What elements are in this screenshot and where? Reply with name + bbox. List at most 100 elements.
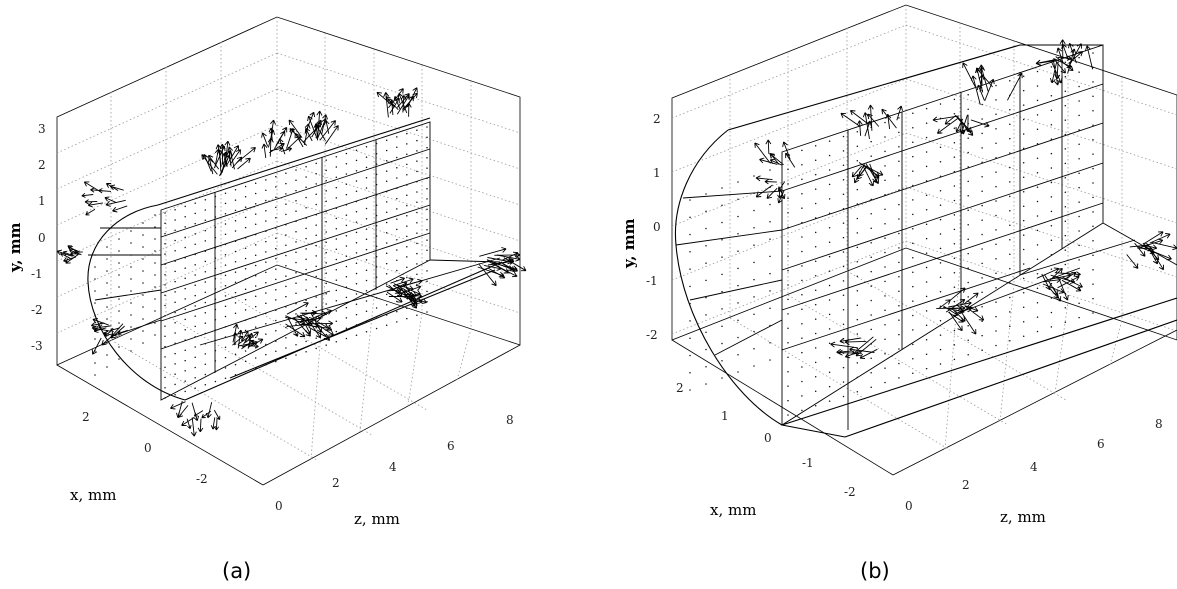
field-arrow bbox=[197, 418, 204, 433]
field-dot bbox=[1092, 182, 1094, 184]
a-xtick-1: 0 bbox=[144, 441, 152, 455]
field-arrow bbox=[785, 152, 796, 168]
field-dot bbox=[801, 409, 803, 412]
field-dot bbox=[355, 221, 358, 223]
b-zlabel: z, mm bbox=[1000, 508, 1046, 526]
field-dot bbox=[396, 167, 398, 169]
field-dot bbox=[325, 303, 327, 305]
field-dot bbox=[204, 250, 207, 252]
field-dot bbox=[345, 317, 348, 319]
field-dot bbox=[295, 251, 297, 253]
field-dot bbox=[214, 380, 217, 383]
field-arrow bbox=[247, 332, 254, 349]
field-dot bbox=[1036, 186, 1039, 188]
field-dot bbox=[265, 281, 267, 284]
field-dot bbox=[315, 347, 317, 350]
field-dot bbox=[106, 258, 108, 260]
field-dot bbox=[1022, 75, 1025, 77]
field-dot bbox=[416, 263, 418, 265]
field-arrow bbox=[936, 118, 958, 134]
field-dot bbox=[275, 247, 277, 250]
field-arrow bbox=[393, 96, 401, 110]
field-dot bbox=[1050, 138, 1053, 140]
field-dot bbox=[285, 254, 287, 257]
field-dot bbox=[365, 259, 368, 261]
field-arrow bbox=[303, 123, 311, 145]
field-dot bbox=[870, 155, 872, 157]
field-dot bbox=[194, 274, 196, 276]
field-dot bbox=[224, 212, 227, 215]
field-arrow bbox=[837, 349, 863, 356]
field-dot bbox=[406, 163, 408, 166]
field-dot bbox=[1036, 273, 1039, 275]
field-dot bbox=[912, 314, 914, 317]
field-dot bbox=[856, 131, 859, 133]
field-dot bbox=[154, 238, 156, 240]
field-dot bbox=[1078, 129, 1080, 131]
field-dot bbox=[204, 301, 207, 304]
field-dot bbox=[365, 289, 368, 292]
field-arrow bbox=[324, 125, 339, 145]
field-dot bbox=[801, 322, 803, 325]
field-dot bbox=[1050, 239, 1053, 241]
field-dot bbox=[981, 204, 983, 207]
field-dot bbox=[142, 318, 144, 320]
field-dot bbox=[967, 325, 969, 327]
field-dot bbox=[814, 332, 817, 335]
field-dot bbox=[1022, 190, 1025, 193]
field-arrow bbox=[1149, 233, 1171, 244]
field-dot bbox=[204, 219, 207, 222]
field-dot bbox=[164, 294, 166, 296]
field-arrow bbox=[766, 187, 778, 199]
field-dot bbox=[1036, 171, 1039, 174]
field-dot bbox=[142, 234, 144, 236]
field-arrow bbox=[778, 186, 786, 200]
field-dot bbox=[737, 353, 739, 356]
panel-a-arrows bbox=[56, 87, 527, 437]
field-dot bbox=[295, 200, 297, 202]
field-dot bbox=[406, 307, 408, 310]
field-dot bbox=[939, 348, 942, 351]
field-dot bbox=[275, 330, 277, 332]
field-dot bbox=[912, 372, 914, 375]
field-dot bbox=[814, 173, 817, 176]
field-dot bbox=[385, 242, 388, 244]
field-dot bbox=[884, 280, 886, 283]
field-dot bbox=[787, 385, 789, 387]
field-arrow bbox=[867, 113, 880, 127]
field-dot bbox=[345, 204, 348, 206]
field-dot bbox=[981, 233, 983, 236]
field-dot bbox=[295, 343, 297, 346]
field-dot bbox=[787, 226, 789, 228]
field-dot bbox=[426, 249, 428, 252]
field-dot bbox=[705, 314, 707, 316]
a-ytick-6: -3 bbox=[31, 339, 43, 353]
field-dot bbox=[385, 283, 388, 285]
b-xtick-2: 0 bbox=[764, 431, 772, 445]
field-dot bbox=[705, 245, 707, 247]
field-dot bbox=[164, 386, 166, 389]
field-dot bbox=[106, 318, 108, 320]
field-dot bbox=[1022, 292, 1025, 294]
field-dot bbox=[912, 242, 914, 245]
field-dot bbox=[174, 229, 176, 231]
field-arrow bbox=[401, 292, 423, 299]
field-dot bbox=[842, 309, 845, 311]
field-dot bbox=[174, 250, 176, 252]
field-dot bbox=[787, 183, 789, 185]
field-arrow bbox=[851, 165, 863, 178]
field-dot bbox=[234, 199, 237, 201]
field-arrow bbox=[839, 337, 861, 344]
field-dot bbox=[204, 260, 207, 263]
field-dot bbox=[1036, 128, 1039, 131]
field-dot bbox=[1092, 268, 1094, 271]
field-dot bbox=[925, 122, 928, 124]
field-dot bbox=[1064, 90, 1067, 92]
field-arrow bbox=[970, 75, 981, 105]
field-dot bbox=[828, 255, 831, 258]
field-dot bbox=[234, 281, 237, 284]
field-dot bbox=[345, 296, 348, 299]
field-arrow bbox=[56, 249, 73, 257]
panel-b-dots bbox=[689, 52, 1094, 416]
field-dot bbox=[416, 191, 418, 193]
